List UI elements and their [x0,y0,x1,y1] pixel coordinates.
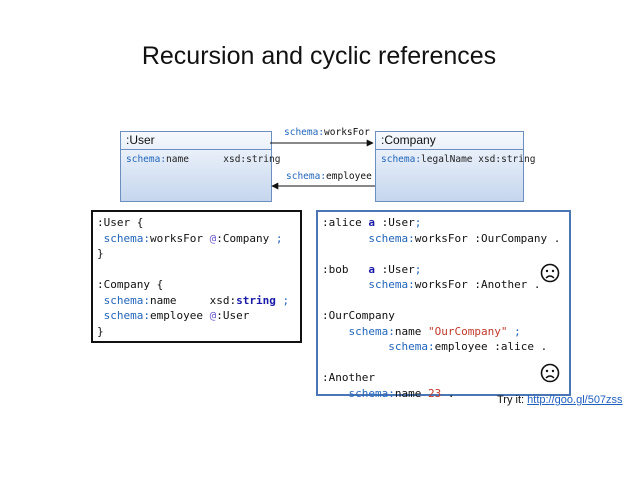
code-token: } [97,324,104,338]
code-token: :User { [97,216,144,229]
code-line: schema:name xsd:string ; [97,293,289,309]
code-token: schema: [97,293,150,307]
code-token: xsd: [209,293,237,307]
code-line: :User { [97,215,289,231]
try-it-link[interactable]: http://goo.gl/507zss [527,394,623,406]
code-line: :Another [322,370,560,386]
code-token: a [368,262,375,276]
code-line [97,262,289,278]
code-token: . [547,231,561,245]
code-token: :OurCompany [322,309,395,322]
code-token: string [236,293,276,307]
code-line: schema:worksFor :Another . [322,277,560,293]
code-token: :alice [494,340,534,353]
code-line [322,293,560,309]
code-line: schema:name 23 . [322,386,560,402]
try-it-note: Try it: http://goo.gl/507zss [497,394,623,406]
code-line: } [97,324,289,340]
code-token: :alice [322,216,369,229]
code-token: ; [269,231,283,245]
shex-schema-box [91,210,302,343]
code-token: employee [149,309,210,322]
code-token: schema: [322,340,435,353]
code-token: worksFor [149,231,210,245]
code-token: ; [414,262,422,276]
code-line: :bob a :User; [322,262,560,278]
code-token: name [394,324,428,338]
code-token: schema: [322,278,415,291]
code-token: :User [216,309,250,322]
company-class-name: :Company [376,132,523,150]
code-token: ; [275,293,290,307]
code-token: schema: [97,231,150,245]
code-line: schema:employee :alice . [322,339,560,355]
code-token: schema: [322,324,395,338]
company-class-box: :Company schema:legalName xsd:string [375,131,536,202]
code-token: a [368,216,375,229]
works-for-label: schema:worksFor [284,127,370,138]
code-token: schema: [97,309,150,322]
code-token: } [97,247,104,260]
sad-face-icon [540,263,560,283]
code-line: schema:employee @:User [97,308,289,324]
user-class-name: :User [121,132,271,150]
code-token: name [394,386,428,400]
code-line: :Company { [97,277,289,293]
code-token: . [533,340,548,353]
code-line: schema:worksFor :OurCompany . [322,231,560,247]
code-line: } [97,246,289,262]
code-token: . [527,278,541,291]
shex-schema-code: :User { schema:worksFor @:Company ;} :Co… [97,215,289,339]
code-token: . [441,386,455,400]
code-token: @ [209,231,217,245]
code-token: employee [434,340,495,353]
user-class-box: :User schema:name xsd:string [120,131,281,202]
user-class-attribute: schema:name xsd:string [126,154,281,165]
code-token: :User [374,216,415,229]
company-class-attribute: schema:legalName xsd:string [381,154,536,165]
code-token: :bob [322,262,369,276]
code-line [322,246,560,262]
rdf-data-box [316,210,571,396]
code-token: :OurCompany [474,231,548,245]
code-token: name [149,293,210,307]
code-token: worksFor [414,231,475,245]
code-token: :Another [322,371,375,384]
employee-label: schema:employee [286,171,372,182]
code-token: ; [414,216,422,229]
code-line: schema:name "OurCompany" ; [322,324,560,340]
code-token: worksFor [414,278,475,291]
code-token: 23 [427,386,442,400]
sad-face-icon [540,363,560,383]
code-line: :alice a :User; [322,215,560,231]
slide-title: Recursion and cyclic references [141,42,497,70]
code-line: :OurCompany [322,308,560,324]
code-token: schema: [322,231,415,245]
rdf-data-code: :alice a :User; schema:worksFor :OurComp… [322,215,560,401]
code-token: :User [374,262,415,276]
code-token: :Another [474,278,528,291]
code-token: ; [507,324,521,338]
code-token: :Company { [97,278,164,291]
try-it-label: Try it: [497,394,528,406]
code-token: @ [209,309,217,322]
code-token: schema: [322,386,395,400]
code-token: :Company [216,231,270,245]
code-token: "OurCompany" [427,324,508,338]
code-line [322,355,560,371]
code-line: schema:worksFor @:Company ; [97,231,289,247]
